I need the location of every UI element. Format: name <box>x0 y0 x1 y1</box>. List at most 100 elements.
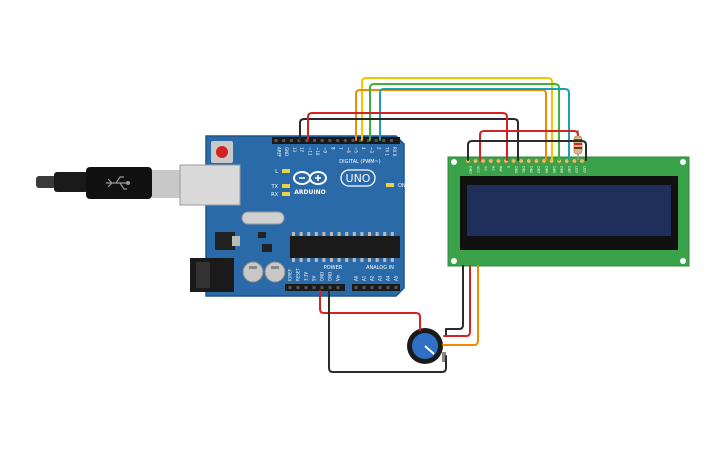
lcd-pin[interactable] <box>579 158 585 164</box>
lcd-pin[interactable] <box>495 158 501 164</box>
led-rx <box>282 192 290 196</box>
label-on: ON <box>398 183 406 189</box>
digital-pin-label: 12 <box>300 147 305 153</box>
power-pin-label: IOREF <box>288 268 293 281</box>
header-pin[interactable] <box>320 139 324 142</box>
header-pin[interactable] <box>320 286 324 289</box>
lcd-pin[interactable] <box>488 158 494 164</box>
chip-pin <box>368 232 371 236</box>
header-pin[interactable] <box>382 139 386 142</box>
wire-red-rs[interactable] <box>307 112 508 161</box>
chip-pin <box>337 258 341 262</box>
header-pin[interactable] <box>304 286 308 289</box>
lcd-pin-label: DB3 <box>537 166 541 173</box>
wire-orange-v0[interactable] <box>442 265 479 346</box>
lcd-pin-label: VCC <box>476 166 480 174</box>
led-tx <box>282 184 290 188</box>
power-pin-label: GND <box>320 272 325 281</box>
wire-black-lcd-gnd[interactable] <box>467 140 587 161</box>
digital-pin-label: 4 <box>361 147 366 150</box>
power-pin-label: 3.3V <box>304 272 309 281</box>
header-pin[interactable] <box>378 286 382 289</box>
header-pin[interactable] <box>313 139 316 142</box>
potentiometer-knob-icon[interactable] <box>407 328 446 364</box>
atmega-chip <box>290 236 400 258</box>
analog-pin-label: A3 <box>378 275 383 281</box>
chip-pin <box>360 232 364 236</box>
usb-b-jack <box>179 164 241 206</box>
wire-red-5v[interactable] <box>319 290 421 331</box>
chip-pin <box>345 232 349 236</box>
header-pin[interactable] <box>336 286 340 289</box>
chip-pins-bottom <box>292 258 394 262</box>
chip-pin <box>375 258 379 262</box>
header-pin[interactable] <box>312 286 316 289</box>
wire-red-pot[interactable] <box>443 265 471 337</box>
digital-pin-label: 8 <box>330 147 335 150</box>
wire-yellow[interactable] <box>361 77 553 161</box>
header-pin[interactable] <box>289 139 293 142</box>
header-pin[interactable] <box>366 139 370 142</box>
lcd-pin-label: RS <box>491 166 495 171</box>
header-pin[interactable] <box>351 139 355 142</box>
lcd-pin-label: DB1 <box>522 166 526 173</box>
usb-strain-relief <box>54 172 88 192</box>
analog-in-label: ANALOG IN <box>366 265 394 271</box>
lcd-pin-label: GND <box>468 166 472 174</box>
header-pin[interactable] <box>359 139 363 142</box>
header-pin[interactable] <box>354 286 358 289</box>
wire-black-pot[interactable] <box>445 265 464 337</box>
header-pin[interactable] <box>343 139 347 142</box>
header-pin[interactable] <box>288 286 292 289</box>
wire-red-led[interactable] <box>479 130 579 161</box>
header-pin[interactable] <box>297 139 301 142</box>
lcd-pin[interactable] <box>480 158 486 164</box>
chip-pin <box>307 258 311 262</box>
chip-pin <box>345 258 349 262</box>
header-pin[interactable] <box>274 139 278 142</box>
header-pin[interactable] <box>386 286 390 289</box>
lcd-pin[interactable] <box>526 158 532 164</box>
lcd-pin[interactable] <box>533 158 539 164</box>
wire-black-gnd[interactable] <box>328 290 447 373</box>
wire-teal[interactable] <box>379 88 570 161</box>
header-pin[interactable] <box>282 139 286 142</box>
lcd-pin-label: E <box>506 166 510 168</box>
digital-header <box>272 137 400 144</box>
digital-pin-label: AREF <box>277 147 282 158</box>
lcd-mount-hole <box>680 258 686 264</box>
wire-green[interactable] <box>369 83 560 161</box>
analog-pin-label: A5 <box>394 275 399 281</box>
label-l: L <box>275 169 278 175</box>
digital-pin-label: GND <box>284 147 289 156</box>
header-pin[interactable] <box>394 286 398 289</box>
chip-pin <box>299 258 303 262</box>
lcd-pin[interactable] <box>518 158 524 164</box>
reset-button-cap[interactable] <box>216 146 228 158</box>
power-pin-label: GND <box>328 272 333 281</box>
lcd-pin[interactable] <box>511 158 517 164</box>
header-pin[interactable] <box>296 286 300 289</box>
header-pin[interactable] <box>390 139 393 142</box>
chip-pins-top <box>292 232 394 236</box>
power-pin-label: RESET <box>296 268 301 281</box>
header-pin[interactable] <box>328 286 332 289</box>
wire-black-rw[interactable] <box>299 118 519 161</box>
header-pin[interactable] <box>374 139 378 142</box>
header-pin[interactable] <box>362 286 366 289</box>
lcd-pin-label: V0 <box>484 166 488 170</box>
chip-pin <box>307 232 311 236</box>
lcd-pin[interactable] <box>571 158 577 164</box>
header-pin[interactable] <box>328 139 332 142</box>
usb-cable <box>36 167 182 199</box>
header-pin[interactable] <box>370 286 374 289</box>
led-on <box>386 183 394 187</box>
lcd-pin[interactable] <box>473 158 479 164</box>
header-pin[interactable] <box>305 139 309 142</box>
header-pin[interactable] <box>336 139 340 142</box>
analog-pin-label: A1 <box>362 275 367 281</box>
digital-pin-label: ~6 <box>346 147 351 153</box>
